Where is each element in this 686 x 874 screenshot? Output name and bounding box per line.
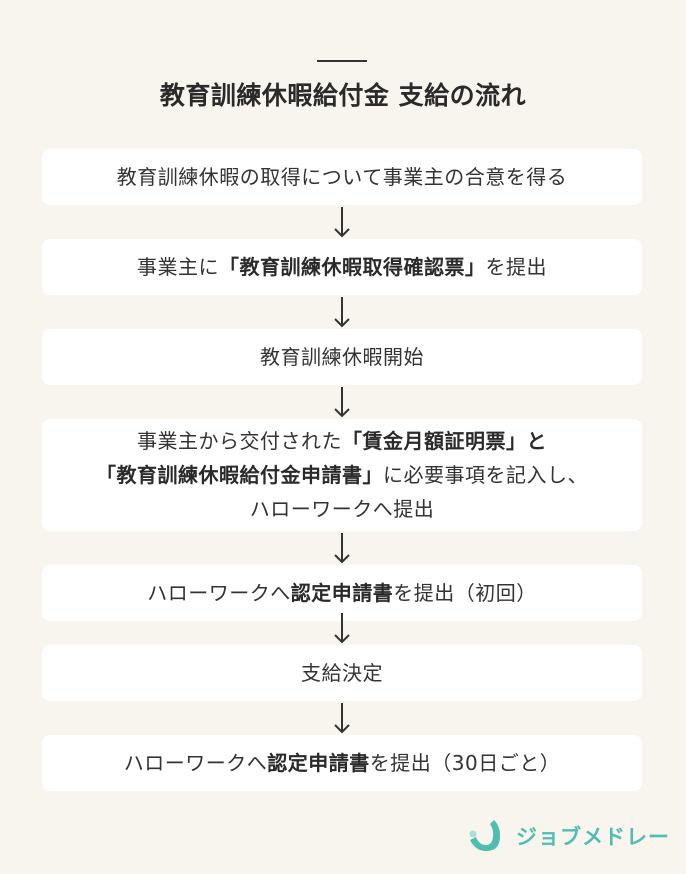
step-4-line-2: 「教育訓練休暇給付金申請書」に必要事項を記入し、	[96, 458, 588, 492]
step-4-emphasis-application: 「教育訓練休暇給付金申請書」	[96, 463, 383, 487]
jobmedley-logo-icon	[469, 820, 500, 852]
step-4-emphasis-wage-cert: 「賃金月額証明票」と	[342, 429, 547, 453]
step-5-text-2: を提出（初回）	[393, 581, 537, 605]
step-7-line-1: ハローワークへ認定申請書を提出（30日ごと）	[124, 746, 560, 780]
flow-arrow-1	[332, 205, 352, 239]
flow-step-1: 教育訓練休暇の取得について事業主の合意を得る	[42, 149, 642, 205]
flow-arrow-6	[332, 701, 352, 735]
flow-arrow-5	[332, 611, 352, 645]
step-5-emphasis-document: 認定申請書	[290, 581, 394, 605]
flow-step-7: ハローワークへ認定申請書を提出（30日ごと）	[42, 735, 642, 791]
step-5-line-1: ハローワークへ認定申請書を提出（初回）	[147, 576, 537, 610]
step-1-text-1: 教育訓練休暇の取得について事業主の合意を得る	[116, 165, 568, 189]
flow-arrow-2	[332, 295, 352, 329]
step-6-line-1: 支給決定	[301, 656, 383, 690]
flow-arrow-4	[332, 531, 352, 565]
step-1-line-1: 教育訓練休暇の取得について事業主の合意を得る	[117, 160, 567, 194]
flow-step-5: ハローワークへ認定申請書を提出（初回）	[42, 565, 642, 621]
step-7-emphasis-document: 認定申請書	[267, 751, 370, 775]
flow-step-2: 事業主に「教育訓練休暇取得確認票」を提出	[42, 239, 642, 295]
step-2-text-1: 事業主に	[137, 255, 219, 279]
step-4-text-1: 事業主から交付された	[137, 429, 342, 453]
brand-logo: ジョブメドレー	[466, 818, 670, 854]
step-4-line-1: 事業主から交付された「賃金月額証明票」と	[137, 424, 547, 458]
step-3-line-1: 教育訓練休暇開始	[260, 340, 424, 374]
title-rule	[317, 60, 367, 62]
step-4-line-3: ハローワークへ提出	[250, 492, 435, 526]
step-2-emphasis-document: 「教育訓練休暇取得確認票」	[219, 255, 486, 279]
step-3-text-1: 教育訓練休暇開始	[260, 345, 424, 369]
step-5-text-1: ハローワークへ	[147, 581, 291, 605]
logo-text: ジョブメドレー	[516, 825, 670, 849]
step-4-text-3: ハローワークへ提出	[249, 497, 435, 521]
step-2-text-2: を提出	[485, 255, 547, 279]
flow-arrow-3	[332, 385, 352, 419]
step-2-line-1: 事業主に「教育訓練休暇取得確認票」を提出	[137, 250, 547, 284]
page-title: 教育訓練休暇給付金 支給の流れ	[159, 81, 527, 110]
flow-step-3: 教育訓練休暇開始	[42, 329, 642, 385]
flow-step-4: 事業主から交付された「賃金月額証明票」と 「教育訓練休暇給付金申請書」に必要事項…	[42, 419, 642, 531]
step-4-text-2: に必要事項を記入し、	[383, 463, 588, 487]
step-7-text-1: ハローワークへ	[123, 751, 268, 775]
step-7-text-2: を提出（30日ごと）	[369, 751, 561, 775]
flow-step-6: 支給決定	[42, 645, 642, 701]
step-6-text-1: 支給決定	[301, 661, 383, 685]
